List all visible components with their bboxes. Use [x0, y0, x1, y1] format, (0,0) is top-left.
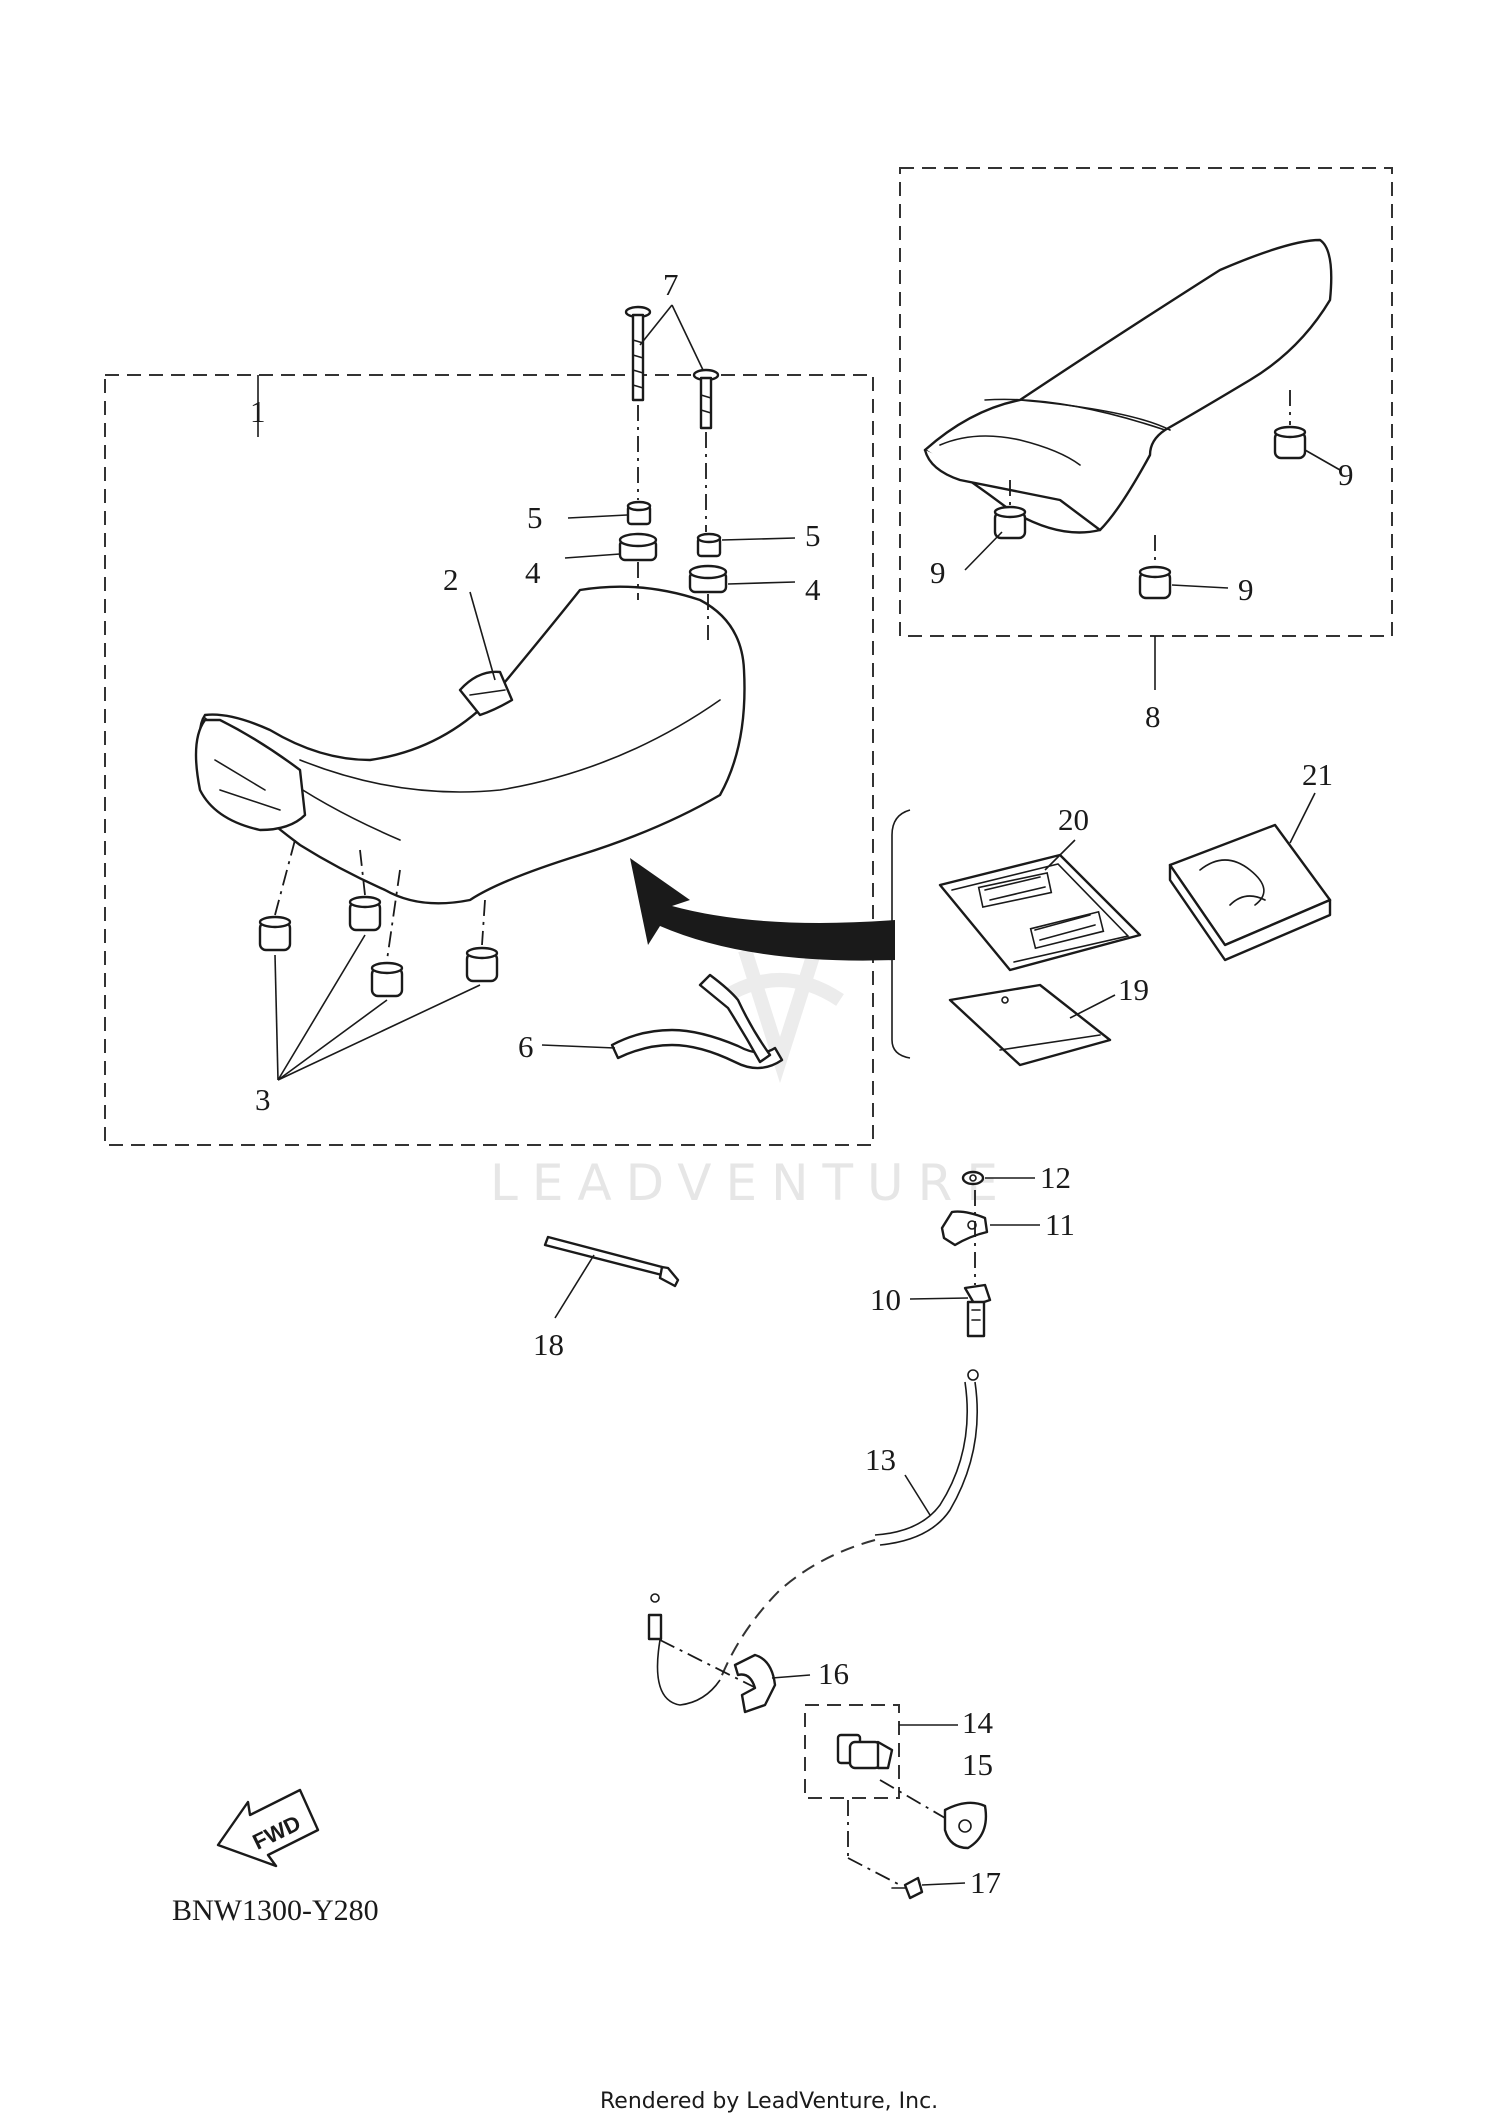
screw-17: [891, 1876, 924, 1900]
main-seat-group-box: [104, 374, 874, 1146]
rear-seat-dampers: [993, 425, 1307, 600]
seat-strap-clip: [458, 670, 514, 717]
callout-5-left: 5: [527, 500, 543, 535]
callout-10: 10: [870, 1282, 901, 1317]
callout-2: 2: [443, 562, 459, 597]
hex-wrench: [543, 1235, 680, 1288]
callout-7: 7: [663, 267, 679, 302]
callout-9-center: 9: [1238, 572, 1254, 607]
lock-cover-15: [943, 1801, 988, 1850]
callout-20: 20: [1058, 802, 1089, 837]
grommet-left: [618, 532, 658, 562]
callout-labels: 1 2 3 4 4 5 5 6 7 8 9 9 9 10 11 12 13 14…: [250, 267, 1354, 1900]
bolt-right: [692, 368, 720, 430]
callout-9-right: 9: [1338, 457, 1354, 492]
rear-seat-group-box: [899, 167, 1393, 637]
seat-lock-cable: [647, 1369, 979, 1706]
diagram-code: BNW1300-Y280: [172, 1894, 379, 1927]
owners-manual: [1168, 823, 1332, 962]
part-3-dashdot-lines: [274, 839, 486, 961]
nut-12: [961, 1170, 985, 1186]
bolt-dashdot-lines: [637, 405, 709, 640]
callout-1: 1: [250, 394, 266, 429]
callout-5-right: 5: [805, 518, 821, 553]
lock-group-box: [804, 1704, 900, 1799]
callout-11: 11: [1045, 1207, 1075, 1242]
main-seat-dampers: [258, 895, 499, 998]
cable-dashdot-line: [659, 1639, 761, 1691]
callout-3: 3: [255, 1082, 271, 1117]
callout-14: 14: [962, 1705, 994, 1740]
callout-17: 17: [970, 1865, 1001, 1900]
seat-lock-14: [836, 1733, 894, 1770]
bolt-left: [624, 305, 652, 402]
callout-18: 18: [533, 1327, 564, 1362]
callout-8: 8: [1145, 699, 1161, 734]
callout-15: 15: [962, 1747, 993, 1782]
cover-dashdot-line: [879, 1779, 946, 1819]
main-seat: [194, 585, 746, 905]
rear-seat: [923, 238, 1333, 534]
callout-6: 6: [518, 1029, 534, 1064]
callout-13: 13: [865, 1442, 896, 1477]
seat-band: [610, 973, 784, 1070]
watermark-text: LEADVENTURE: [490, 1154, 1012, 1212]
screw-dashdot-line-2: [847, 1857, 901, 1886]
washer-plate-11: [940, 1210, 989, 1247]
leader-lines: [257, 304, 1341, 1886]
watermark: LEADVENTURE: [490, 947, 1012, 1212]
render-credit: Rendered by LeadVenture, Inc.: [600, 2089, 938, 2114]
cable-bracket-16: [733, 1653, 777, 1714]
grommet-right: [688, 564, 728, 594]
document-bag: [938, 853, 1142, 972]
hook-10: [963, 1283, 992, 1338]
rear-damper-dashdot-lines: [1009, 390, 1291, 565]
collar-right: [696, 532, 722, 558]
direction-arrow-icon: [630, 858, 895, 961]
accessory-bracket: [891, 809, 911, 1059]
callout-4-left: 4: [525, 555, 541, 590]
callout-19: 19: [1118, 972, 1149, 1007]
collar-left: [626, 500, 652, 526]
fwd-arrow-icon: FWD: [216, 1788, 320, 1868]
callout-4-right: 4: [805, 572, 821, 607]
callout-21: 21: [1302, 757, 1333, 792]
callout-9-left: 9: [930, 555, 946, 590]
tool-pouch: [948, 983, 1112, 1067]
callout-12: 12: [1040, 1160, 1071, 1195]
callout-16: 16: [818, 1656, 849, 1691]
